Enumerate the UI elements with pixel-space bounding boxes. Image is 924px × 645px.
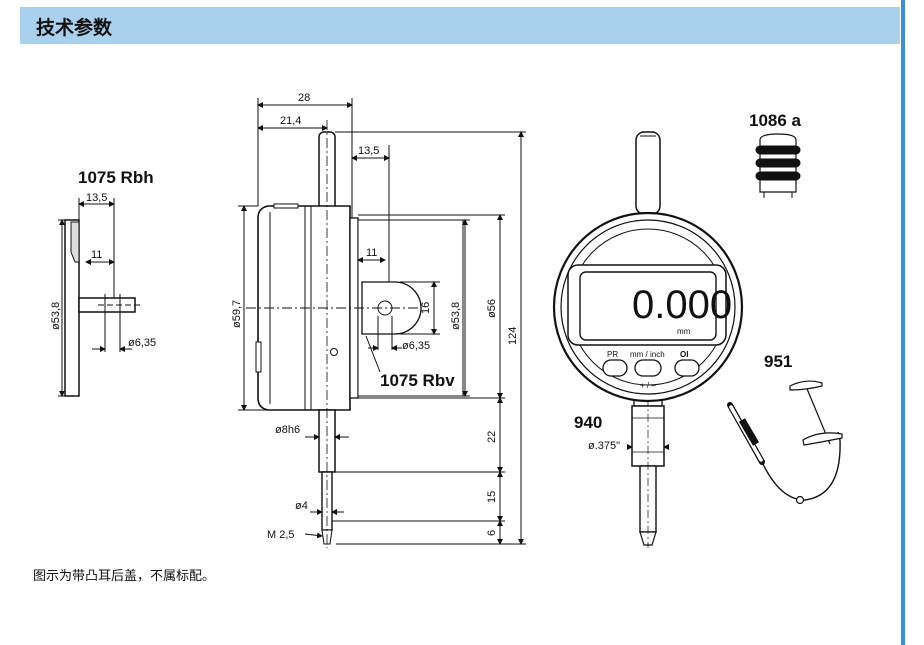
side-view [238,98,526,548]
origin-button-label: OI [680,350,688,359]
dim-28: 28 [298,92,310,104]
dim-13-5-left: 13,5 [86,192,107,204]
dim-4: ø4 [295,500,308,512]
front-view [552,131,744,548]
dim-6-35-left: ø6,35 [128,337,156,349]
section-title: 技术参数 [36,17,113,39]
label-940: 940 [574,413,602,432]
label-1075-rbv: 1075 Rbv [380,371,455,390]
label-951: 951 [764,352,792,371]
label-1086a: 1086 a [749,111,802,130]
dim-53-8-left: ø53,8 [50,302,62,330]
display-reading: 0.000 [632,283,732,327]
dim-11-left: 11 [91,249,102,261]
dim-375: ø.375" [588,440,620,452]
dim-8h6: ø8h6 [275,424,300,436]
back-cover-rbh-view [58,198,140,397]
sign-button-label: + / – [640,381,656,390]
display-unit: mm [677,327,691,336]
pr-button-label: PR [607,350,618,359]
figure-caption: 图示为带凸耳后盖，不属标配。 [33,569,216,584]
dim-21-4: 21,4 [280,115,301,127]
right-edge-bar [901,0,905,645]
label-1075-rbh: 1075 Rbh [78,168,154,187]
dim-11-mid: 11 [366,247,377,259]
dim-59-7: ø59,7 [231,300,243,328]
dim-22: 22 [486,431,498,443]
dim-13-5-top: 13,5 [358,145,379,157]
dim-124: 124 [507,327,519,345]
dim-6: 6 [486,530,498,536]
section-header: 技术参数 [20,7,900,44]
accessory-1086a [755,133,801,198]
dim-53-8-mid: ø53,8 [450,302,462,330]
dim-6-35-mid: ø6,35 [402,340,430,352]
dim-16: 16 [420,302,432,314]
mode-button-label: mm / inch [630,350,665,359]
accessory-951 [727,380,843,505]
dim-15: 15 [486,491,498,503]
dim-m2-5: M 2,5 [267,529,295,541]
dim-56: ø56 [486,299,498,318]
